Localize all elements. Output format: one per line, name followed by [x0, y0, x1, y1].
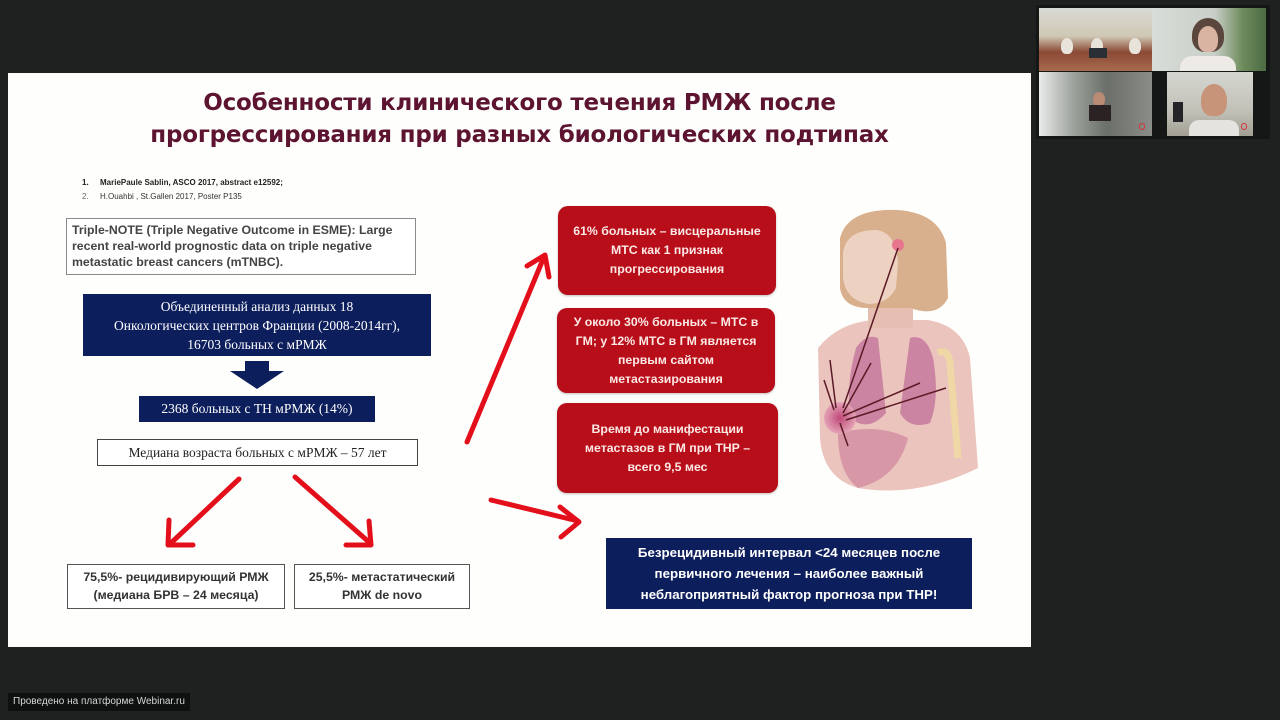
reference-item: 2. H.Ouahbi , St.Gallen 2017, Poster P13…: [82, 190, 283, 204]
outcome-line1: 25,5%- метастатический: [308, 570, 456, 584]
visceral-mts-box: 61% больных – висцеральные МТС как 1 при…: [558, 206, 776, 295]
arrow-left-down-icon: [165, 476, 242, 548]
video-tile-female-speaker[interactable]: [1152, 8, 1266, 71]
video-participants-panel: [1036, 5, 1270, 139]
outcome-line1: 75,5%- рецидивирующий РМЖ: [83, 570, 269, 584]
reference-text: MariePaule Sablin, ASCO 2017, abstract e…: [100, 178, 283, 187]
references-list: 1. MariePaule Sablin, ASCO 2017, abstrac…: [82, 176, 283, 204]
conclusion-box: Безрецидивный интервал <24 месяцев после…: [606, 538, 972, 609]
reference-number: 2.: [82, 192, 89, 201]
slide-title: Особенности клинического течения РМЖ пос…: [8, 87, 1031, 151]
merged-analysis-box: Объединенный анализ данных 18 Онкологиче…: [83, 294, 431, 356]
presentation-slide: Особенности клинического течения РМЖ пос…: [8, 73, 1031, 647]
outcome-line2: (медиана БРВ – 24 месяца): [93, 588, 259, 602]
merged-analysis-line2: Онкологических центров Франции (2008-201…: [113, 318, 401, 333]
arrow-right-icon: [488, 497, 582, 540]
merged-analysis-line3: 16703 больных с мРМЖ: [187, 337, 327, 352]
study-note-box: Triple-NOTE (Triple Negative Outcome in …: [66, 218, 416, 275]
outcome-line2: РМЖ de novo: [342, 588, 422, 602]
brain-mts-time-box: Время до манифестации метастазов в ГМ пр…: [557, 403, 778, 493]
tn-count-box: 2368 больных с ТН мРМЖ (14%): [139, 396, 375, 422]
arrow-right-down-icon: [292, 474, 374, 548]
video-tile-conference-room[interactable]: [1039, 8, 1152, 71]
video-tile-auditorium[interactable]: [1039, 72, 1152, 136]
participant-body: [1189, 120, 1239, 136]
conclusion-line3: неблагоприятный фактор прогноза при ТНР!: [640, 587, 938, 602]
participant-figure: [1129, 38, 1141, 54]
anatomy-metastasis-illustration: [818, 209, 978, 491]
participant-face: [1201, 84, 1227, 116]
de-novo-outcome-box: 25,5%- метастатический РМЖ de novo: [294, 564, 470, 609]
platform-badge[interactable]: Проведено на платформе Webinar.ru: [8, 693, 190, 711]
participant-body: [1180, 56, 1236, 71]
wall-picture: [1173, 102, 1183, 122]
mic-muted-icon: [1139, 123, 1145, 130]
conclusion-line2: первичного лечения – наиболее важный: [654, 566, 924, 581]
study-note-text: Triple-NOTE (Triple Negative Outcome in …: [72, 223, 393, 269]
slide-title-line1: Особенности клинического течения РМЖ пос…: [203, 90, 836, 116]
reference-text: H.Ouahbi , St.Gallen 2017, Poster P135: [100, 192, 242, 201]
mic-muted-icon: [1241, 123, 1247, 130]
conclusion-line1: Безрецидивный интервал <24 месяцев после: [637, 545, 941, 560]
video-tile-male-participant[interactable]: [1167, 72, 1253, 136]
median-age-box: Медиана возраста больных с мРМЖ – 57 лет: [97, 439, 418, 466]
recurrent-outcome-box: 75,5%- рецидивирующий РМЖ (медиана БРВ –…: [67, 564, 285, 609]
arrow-up-right-icon: [464, 252, 552, 445]
participant-figure: [1061, 38, 1073, 54]
participant-body: [1089, 105, 1111, 121]
laptop-icon: [1089, 48, 1107, 58]
reference-number: 1.: [82, 178, 89, 187]
brain-mts-box: У около 30% больных – МТС в ГМ; у 12% МТ…: [557, 308, 775, 393]
slide-title-line2: прогрессирования при разных биологически…: [150, 122, 889, 148]
participant-face: [1198, 26, 1218, 52]
participant-face: [1093, 92, 1105, 106]
down-arrow-icon: [230, 361, 284, 389]
merged-analysis-line1: Объединенный анализ данных 18: [160, 299, 354, 314]
reference-item: 1. MariePaule Sablin, ASCO 2017, abstrac…: [82, 176, 283, 190]
